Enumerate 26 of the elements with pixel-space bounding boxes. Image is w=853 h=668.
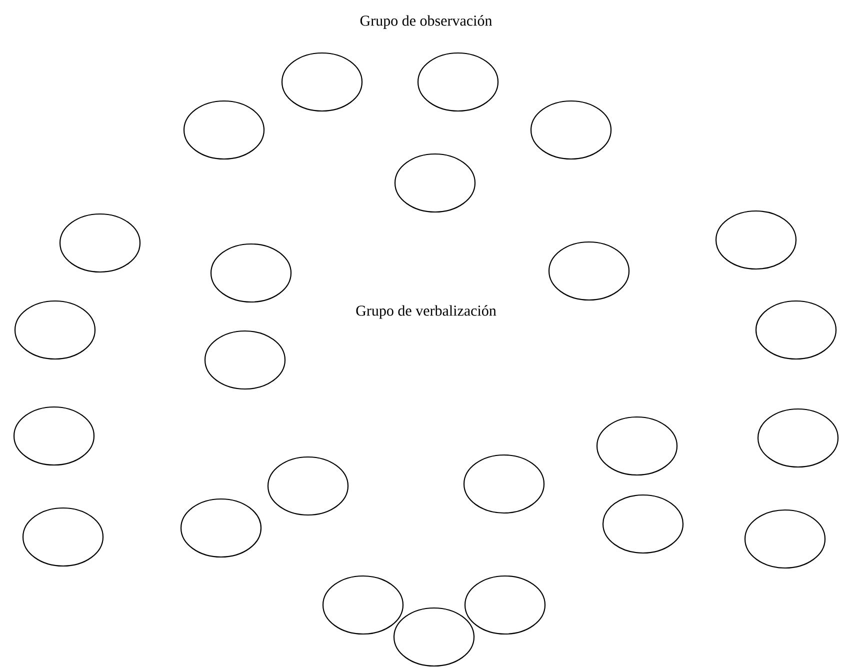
ellipse bbox=[210, 243, 292, 303]
ellipse bbox=[14, 300, 96, 360]
ellipse bbox=[204, 330, 286, 390]
group-label: Grupo de verbalización bbox=[356, 305, 496, 319]
ellipse bbox=[757, 408, 839, 468]
ellipse bbox=[464, 575, 546, 635]
group-title: Grupo de observación bbox=[360, 15, 492, 29]
ellipse bbox=[715, 210, 797, 270]
ellipse bbox=[180, 498, 262, 558]
ellipse bbox=[13, 406, 95, 466]
ellipse bbox=[59, 213, 141, 273]
ellipse bbox=[183, 100, 265, 160]
ellipse bbox=[393, 607, 475, 667]
ellipse bbox=[744, 509, 826, 569]
ellipse bbox=[322, 575, 404, 635]
ellipse bbox=[22, 507, 104, 567]
ellipse bbox=[417, 52, 499, 112]
ellipse bbox=[530, 100, 612, 160]
ellipse bbox=[281, 52, 363, 112]
ellipse bbox=[267, 456, 349, 516]
ellipse bbox=[394, 153, 476, 213]
ellipse bbox=[755, 300, 837, 360]
ellipse bbox=[596, 416, 678, 476]
ellipse bbox=[548, 241, 630, 301]
ellipse bbox=[602, 494, 684, 554]
ellipse bbox=[463, 454, 545, 514]
